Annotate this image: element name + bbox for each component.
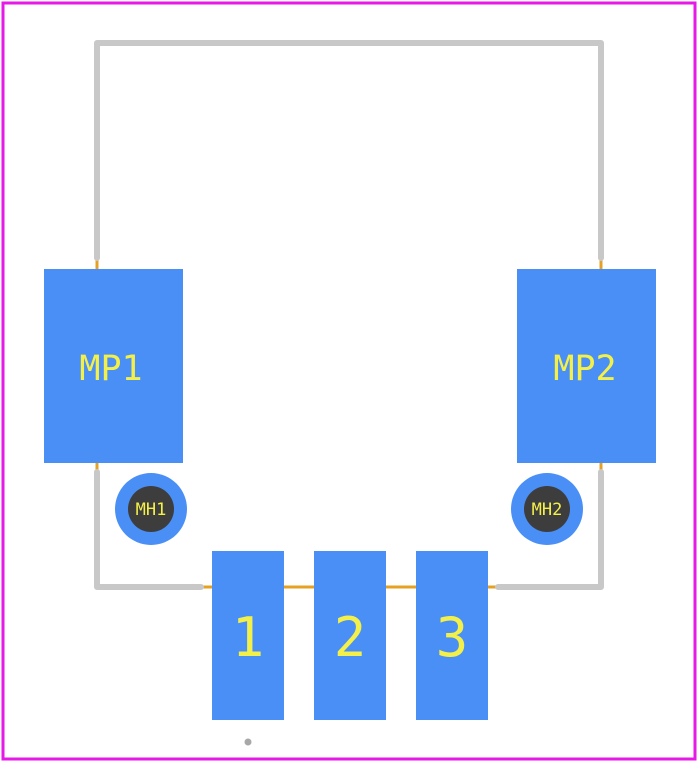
pad-1-label: 1: [232, 606, 265, 669]
silkscreen-outline: [94, 40, 604, 590]
hole-mh2-drill: [524, 486, 570, 532]
pad-1[interactable]: 1: [212, 551, 284, 720]
hole-mh2-label: MH2: [532, 500, 563, 520]
pad-3[interactable]: 3: [416, 551, 488, 720]
pad-2-label: 2: [334, 606, 367, 669]
pad-mp2-copper[interactable]: [517, 269, 656, 463]
silkscreen-bottom-left: [94, 469, 204, 590]
pad-mp1[interactable]: MP1: [44, 269, 183, 463]
hole-mh1-label: MH1: [136, 500, 167, 520]
hole-mh2[interactable]: MH2: [511, 473, 583, 545]
pad-mp2-label: MP2: [553, 349, 616, 389]
pad-mp2[interactable]: MP2: [517, 269, 656, 463]
silkscreen-top: [94, 40, 604, 261]
pad-3-label: 3: [436, 606, 469, 669]
origin-marker-dot: [244, 738, 252, 746]
pad-mp1-copper[interactable]: [44, 269, 183, 463]
silkscreen-bottom-right: [495, 469, 604, 590]
pad-mp1-label: MP1: [79, 349, 142, 389]
pad-3-copper[interactable]: [416, 551, 488, 720]
pad-2-copper[interactable]: [314, 551, 386, 720]
pad-1-copper[interactable]: [212, 551, 284, 720]
pad-2[interactable]: 2: [314, 551, 386, 720]
hole-mh1[interactable]: MH1: [115, 473, 187, 545]
hole-mh1-drill: [128, 486, 174, 532]
